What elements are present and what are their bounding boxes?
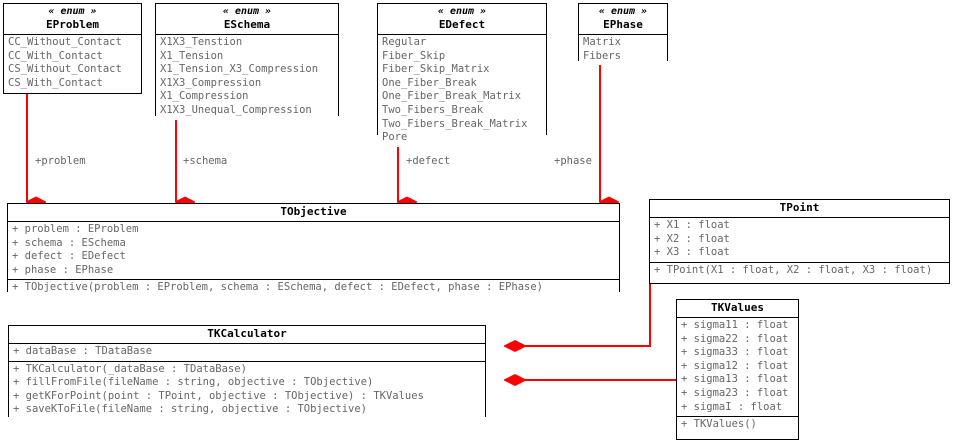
enum-member: X1X3_Compression (160, 76, 262, 89)
attribute-row: + sigma23 : float (681, 386, 789, 399)
enum-member: CS_Without_Contact (8, 63, 122, 76)
enum-member: Pore (382, 131, 408, 144)
class-header-tkvalues: TKValues (677, 300, 798, 318)
class-box-tpoint[interactable]: TPoint + X1 : float + X2 : float + X3 : … (649, 199, 950, 284)
class-header-edefect: « enum » EDefect (378, 4, 546, 35)
class-box-ephase[interactable]: « enum » EPhase Matrix Fibers (578, 3, 668, 66)
class-box-edefect[interactable]: « enum » EDefect Regular Fiber_Skip Fibe… (377, 3, 547, 147)
class-name-label: ESchema (223, 18, 271, 31)
class-header-tkcalculator: TKCalculator (9, 326, 485, 344)
enum-member: Fibers (583, 49, 621, 62)
operation-row: + TKValues() (681, 418, 757, 431)
connector-label-problem: +problem (35, 155, 86, 167)
enum-member: X1X3_Unequal_Compression (160, 103, 312, 116)
attribute-row: + sigma22 : float (681, 332, 789, 345)
operations-compartment: + TPoint(X1 : float, X2 : float, X3 : fl… (650, 261, 949, 280)
class-box-tobjective[interactable]: TObjective + problem : EProblem + schema… (7, 203, 620, 297)
members-compartment: Matrix Fibers (579, 35, 667, 66)
enum-member: X1_Tension_X3_Compression (160, 63, 319, 76)
attribute-row: + sigma11 : float (681, 319, 789, 331)
attribute-row: + X1 : float (654, 219, 730, 231)
enum-member: Two_Fibers_Break (382, 103, 484, 116)
stereotype-label: « enum » (437, 6, 487, 17)
class-box-eproblem[interactable]: « enum » EProblem CC_Without_Contact CC_… (3, 3, 142, 94)
connector-label-defect: +defect (406, 155, 451, 167)
class-box-tkcalculator[interactable]: TKCalculator + dataBase : TDataBase + TK… (8, 325, 486, 419)
attribute-row: + sigma12 : float (681, 359, 789, 372)
operation-row: + saveKToFile(fileName : string, objecti… (13, 403, 368, 416)
members-compartment: Regular Fiber_Skip Fiber_Skip_Matrix One… (378, 35, 546, 147)
enum-member: Fiber_Skip_Matrix (382, 63, 490, 76)
members-compartment: X1X3_Tenstion X1_Tension X1_Tension_X3_C… (156, 35, 338, 120)
enum-member: CC_Without_Contact (8, 36, 122, 48)
class-name-label: EDefect (438, 18, 486, 31)
operation-row: + fillFromFile(fileName : string, object… (13, 376, 374, 389)
class-header-eproblem: « enum » EProblem (4, 4, 141, 35)
enum-member: Matrix (583, 36, 621, 48)
class-name-label: EProblem (46, 18, 99, 31)
enum-member: One_Fiber_Break (382, 76, 477, 89)
attributes-compartment: + sigma11 : float + sigma22 : float + si… (677, 318, 798, 417)
enum-member: X1_Compression (160, 90, 249, 103)
enum-member: CC_With_Contact (8, 49, 103, 62)
class-name-label: EPhase (603, 18, 643, 31)
stereotype-label: « enum » (222, 6, 272, 17)
attribute-row: + sigmaI : float (681, 400, 783, 413)
class-header-eschema: « enum » ESchema (156, 4, 338, 35)
class-box-eschema[interactable]: « enum » ESchema X1X3_Tenstion X1_Tensio… (155, 3, 339, 120)
operation-row: + TPoint(X1 : float, X2 : float, X3 : fl… (654, 263, 933, 276)
operations-compartment: + TObjective(problem : EProblem, schema … (8, 279, 619, 297)
class-box-tkvalues[interactable]: TKValues + sigma11 : float + sigma22 : f… (676, 299, 799, 440)
enum-member: X1_Tension (160, 49, 224, 62)
attribute-row: + problem : EProblem (12, 223, 139, 235)
class-name-label: TObjective (280, 205, 347, 218)
attribute-row: + sigma13 : float (681, 373, 789, 386)
operations-compartment: + TKValues() (677, 416, 798, 434)
class-header-tpoint: TPoint (650, 200, 949, 218)
attributes-compartment: + problem : EProblem + schema : ESchema … (8, 222, 619, 280)
stereotype-label: « enum » (598, 6, 648, 17)
class-name-label: TKValues (711, 301, 764, 314)
class-name-label: TPoint (779, 201, 820, 214)
attribute-row: + phase : EPhase (12, 263, 114, 276)
members-compartment: CC_Without_Contact CC_With_Contact CS_Wi… (4, 35, 141, 93)
attribute-row: + X2 : float (654, 232, 730, 245)
enum-member: One_Fiber_Break_Matrix (382, 90, 522, 103)
enum-member: X1X3_Tenstion (160, 36, 243, 48)
class-header-tobjective: TObjective (8, 204, 619, 222)
attribute-row: + defect : EDefect (12, 250, 126, 263)
attribute-row: + X3 : float (654, 246, 730, 259)
attributes-compartment: + X1 : float + X2 : float + X3 : float (650, 218, 949, 262)
attributes-compartment: + dataBase : TDataBase (9, 344, 485, 361)
enum-member: CS_With_Contact (8, 76, 103, 89)
enum-member: Two_Fibers_Break_Matrix (382, 117, 528, 130)
operation-row: + getKForPoint(point : TPoint, objective… (13, 389, 424, 402)
class-name-label: TKCalculator (207, 327, 287, 340)
connector-label-schema: +schema (183, 155, 228, 167)
attribute-row: + dataBase : TDataBase (13, 345, 153, 357)
attribute-row: + sigma33 : float (681, 346, 789, 359)
connector-label-phase: +phase (554, 155, 592, 167)
operations-compartment: + TKCalculator(_dataBase : TDataBase) + … (9, 360, 485, 419)
operation-row: + TObjective(problem : EProblem, schema … (12, 281, 544, 294)
enum-member: Regular (382, 36, 427, 48)
operation-row: + TKCalculator(_dataBase : TDataBase) (13, 362, 247, 375)
enum-member: Fiber_Skip (382, 49, 446, 62)
class-header-ephase: « enum » EPhase (579, 4, 667, 35)
attribute-row: + schema : ESchema (12, 236, 126, 249)
stereotype-label: « enum » (48, 6, 97, 17)
